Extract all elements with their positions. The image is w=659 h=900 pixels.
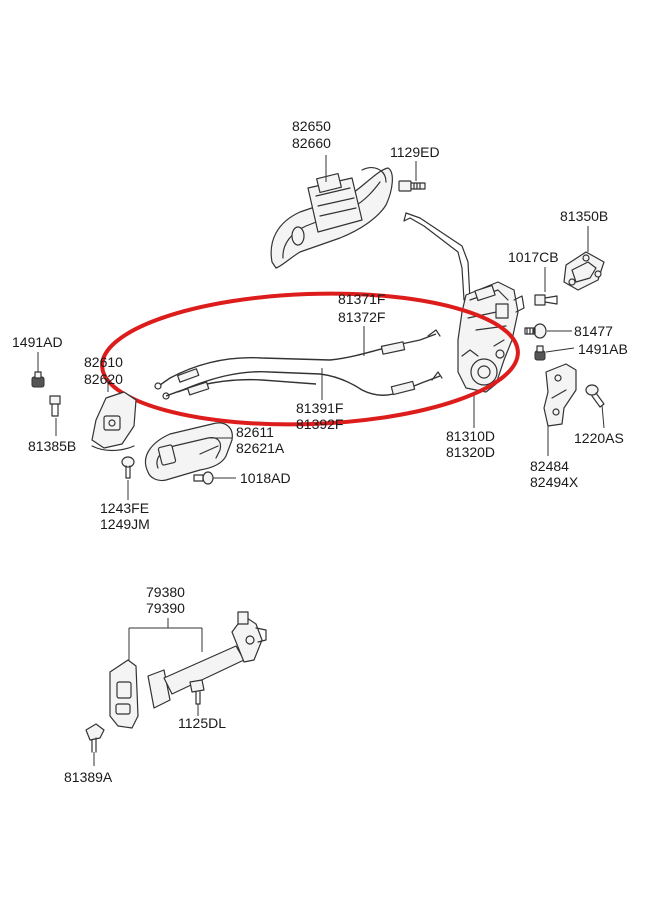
label-1491ad: 1491AD <box>12 334 63 350</box>
label-81389a: 81389A <box>64 769 113 785</box>
screw-1017cb-icon <box>534 294 558 306</box>
door-cables <box>154 329 443 400</box>
label-81391f: 81391F <box>296 400 343 416</box>
label-1243fe: 1243FE <box>100 500 149 516</box>
leader-1491ab <box>545 347 575 353</box>
label-81310d: 81310D <box>446 428 495 444</box>
label-81372f: 81372F <box>338 309 385 325</box>
label-82621a: 82621A <box>236 440 285 456</box>
label-82620: 82620 <box>84 371 123 387</box>
label-81320d: 81320D <box>446 444 495 460</box>
label-1491ab: 1491AB <box>578 341 628 357</box>
leader-checker <box>128 618 203 660</box>
label-1125dl: 1125DL <box>178 715 226 731</box>
label-1017cb: 1017CB <box>508 249 559 265</box>
striker-81350b-icon <box>563 251 605 291</box>
outside-door-handle <box>270 167 393 269</box>
bracket-82484-icon <box>543 363 577 427</box>
label-1249jm: 1249JM <box>100 516 150 532</box>
screw-81477-icon <box>524 323 547 339</box>
label-81477: 81477 <box>574 323 613 339</box>
label-82494x: 82494X <box>530 474 579 490</box>
label-79390: 79390 <box>146 600 185 616</box>
highlight-ellipse <box>100 291 520 427</box>
inside-handle <box>144 422 233 482</box>
screw-1018ad-icon <box>193 471 214 485</box>
label-1018ad: 1018AD <box>240 470 291 486</box>
label-1220as: 1220AS <box>574 430 624 446</box>
label-81385b: 81385B <box>28 438 76 454</box>
label-82650: 82650 <box>292 118 331 134</box>
label-82610: 82610 <box>84 354 123 370</box>
label-82611: 82611 <box>236 424 274 440</box>
label-81392f: 81392F <box>296 416 343 432</box>
screw-81385b-icon <box>49 395 61 417</box>
screw-1243fe-icon <box>121 456 135 479</box>
door-checker <box>109 611 267 729</box>
bolt-81389a-icon <box>85 723 105 753</box>
label-82660: 82660 <box>292 135 331 151</box>
label-1129ed: 1129ED <box>390 144 440 160</box>
clip-1491ab-icon <box>534 345 546 361</box>
leader-1220as <box>601 404 605 429</box>
latch-rods <box>403 212 471 301</box>
label-81350b: 81350B <box>560 208 608 224</box>
label-81371f: 81371F <box>338 291 385 307</box>
bolt-1129ed-icon <box>398 180 426 192</box>
inside-handle-base <box>91 391 137 452</box>
clip-1491ad-icon <box>31 371 45 388</box>
label-79380: 79380 <box>146 584 185 600</box>
bolt-1125dl-icon <box>189 679 205 705</box>
door-latch-assembly <box>457 281 525 393</box>
label-82484: 82484 <box>530 458 569 474</box>
bolt-1220as-icon <box>585 384 605 408</box>
